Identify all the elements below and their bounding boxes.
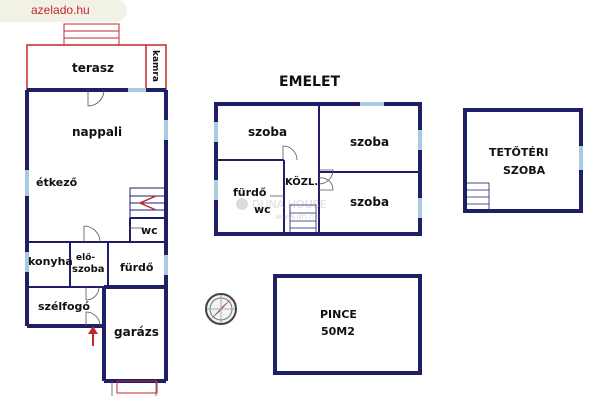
room-label-furdo: fürdő <box>120 261 154 274</box>
entrance-arrow-icon <box>88 326 98 346</box>
cellar-label-1: PINCE <box>320 308 357 321</box>
garage-door <box>116 380 158 394</box>
upper-floor-title: EMELET <box>279 74 341 90</box>
source-badge-text[interactable]: azelado.hu <box>31 3 90 17</box>
room-label-kamra: kamra <box>150 50 160 82</box>
terrace-steps <box>63 23 120 46</box>
watermark-text: DUNA HOUSE <box>252 198 327 211</box>
attic-label-1: TETŐTÉRI <box>489 145 548 159</box>
room-label-eloszoba-2: szoba <box>72 264 105 275</box>
room-label-konyha: konyha <box>28 255 73 268</box>
room-label-furdo-wc-2: wc <box>254 203 271 216</box>
attic-walls <box>463 108 583 213</box>
room-label-garazs: garázs <box>114 325 159 339</box>
room-label-terasz: terasz <box>72 61 114 75</box>
attic-plan: TETŐTÉRI SZOBA <box>463 108 583 213</box>
room-label-nappali: nappali <box>72 125 122 139</box>
room-label-furdo-wc-1: fürdő <box>233 186 267 199</box>
upper-floor-plan: EMELET szoba szo <box>214 74 422 236</box>
ground-stairs <box>129 187 167 219</box>
watermark: DUNA HOUSE www.dh.hu <box>236 198 327 221</box>
upper-windows <box>214 102 422 218</box>
source-badge[interactable]: azelado.hu <box>0 0 127 22</box>
attic-stairs <box>464 182 490 212</box>
watermark-url: www.dh.hu <box>275 212 319 221</box>
cellar-label-2: 50M2 <box>321 325 355 338</box>
attic-label-2: SZOBA <box>503 164 546 177</box>
room-label-eloszoba-1: elő- <box>76 253 95 263</box>
upper-stairs <box>289 204 317 235</box>
cellar-plan: PINCE 50M2 <box>273 274 422 375</box>
upper-interior-walls <box>216 104 420 234</box>
room-label-szoba-top-left: szoba <box>248 125 287 139</box>
room-label-szoba-top-right: szoba <box>350 135 389 149</box>
upper-doors <box>270 145 334 197</box>
ground-windows <box>25 88 168 275</box>
room-label-wc: wc <box>141 224 158 237</box>
ground-floor-plan: terasz kamra nappali étkező wc konyha el… <box>25 23 168 396</box>
compass-icon <box>205 293 237 325</box>
cellar-walls <box>273 274 422 375</box>
room-label-szoba-bottom-right: szoba <box>350 195 389 209</box>
room-label-etkezo: étkező <box>36 176 78 189</box>
room-label-kozl: KÖZL. <box>285 174 318 188</box>
room-label-szelfogo: szélfogó <box>38 300 90 313</box>
